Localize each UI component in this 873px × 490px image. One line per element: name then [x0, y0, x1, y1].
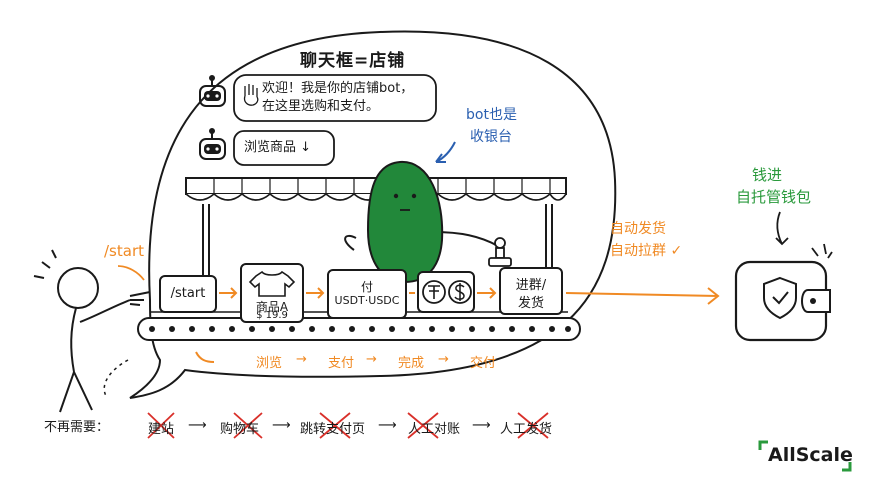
- waving-hand-icon: [243, 84, 259, 106]
- welcome-line-1: 欢迎！我是你的店铺bot，: [262, 81, 414, 96]
- flow-arrow-2: →: [366, 352, 377, 367]
- pay-label: 付: [360, 280, 373, 294]
- old-arrow: ⟶: [378, 418, 397, 433]
- usdc-coin-icon: [448, 280, 472, 304]
- no-longer-label: 不再需要：: [44, 420, 110, 435]
- dotted-path: [103, 359, 129, 397]
- welcome-message-bubble: [233, 74, 437, 122]
- browse-message-bubble: [233, 130, 335, 166]
- old-arrow: ⟶: [272, 418, 291, 433]
- flow-step-deliver: 交付: [470, 356, 497, 371]
- old-step-redirect-pay: 跳转支付页: [300, 422, 366, 437]
- auto-group-label: 自动拉群 ✓: [610, 243, 683, 259]
- old-step-manual-ship: 人工发货: [500, 422, 553, 437]
- allscale-logo-mark: [758, 440, 852, 472]
- ship-label: 发货: [517, 296, 544, 311]
- flow-arrow-3: →: [438, 352, 449, 367]
- conveyor-belt: [137, 311, 581, 341]
- old-arrow: ⟶: [188, 418, 207, 433]
- old-step-website: 建站: [148, 422, 175, 437]
- flow-step-pay: 支付: [328, 356, 355, 371]
- flow-step-done: 完成: [398, 356, 425, 371]
- browse-message: 浏览商品 ↓: [244, 140, 312, 155]
- start-box: [159, 275, 217, 313]
- cashier-note-line-2: 收银台: [470, 129, 512, 145]
- stamp-icon: [488, 237, 512, 267]
- bot-avatar-icon: [199, 75, 226, 107]
- old-arrow: ⟶: [472, 418, 491, 433]
- start-command-label: /start: [104, 242, 144, 260]
- bot-avatar-icon: [199, 128, 226, 160]
- product-name: 商品A: [255, 300, 289, 314]
- green-bot-character: [344, 160, 499, 284]
- welcome-line-2: 在这里选购和支付。: [262, 99, 380, 114]
- brand-logo: AllScale: [768, 444, 853, 466]
- user-stick-figure: [33, 249, 151, 413]
- old-step-reconcile: 人工对账: [408, 422, 461, 437]
- usdt-coin-icon: [422, 280, 446, 304]
- cashier-note-line-1: bot也是: [466, 107, 517, 123]
- tshirt-icon: [248, 270, 296, 297]
- pay-box: [327, 269, 407, 319]
- product-price: $ 19.9: [256, 310, 288, 321]
- flow-underline-arrow: [195, 351, 215, 363]
- pay-currencies: USDT·USDC: [334, 294, 400, 307]
- diagram-title: 聊天框=店铺: [300, 51, 406, 71]
- auto-ship-label: 自动发货: [610, 221, 666, 237]
- old-step-cart: 购物车: [220, 422, 260, 437]
- join-ship-box: [499, 267, 563, 315]
- start-box-label: /start: [170, 286, 206, 301]
- flow-step-browse: 浏览: [256, 356, 283, 371]
- wallet-icon: [734, 243, 833, 342]
- join-label: 进群/: [515, 278, 547, 293]
- flow-arrow-1: →: [296, 352, 307, 367]
- wallet-note-line-2: 自托管钱包: [736, 188, 812, 206]
- wallet-note-line-1: 钱进: [752, 166, 783, 184]
- shop-awning: [185, 177, 567, 312]
